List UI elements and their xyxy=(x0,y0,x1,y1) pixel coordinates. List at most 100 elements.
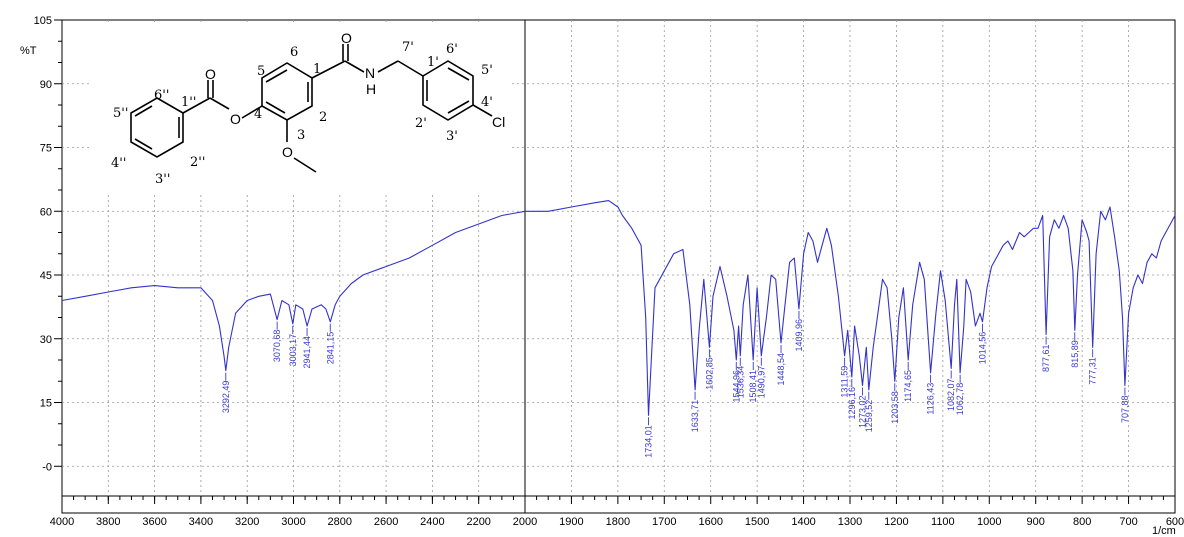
x-tick-label: 2200 xyxy=(466,516,490,528)
y-tick-label: 15 xyxy=(40,398,52,410)
peak-label: 1490,97 xyxy=(756,366,766,399)
x-tick-label: 600 xyxy=(1166,516,1184,528)
peak-label: 3292,49 xyxy=(221,381,231,414)
peak-annotation: 1633,71 xyxy=(690,391,700,433)
position-label: 6 xyxy=(290,45,298,60)
molecule-position-labels: 6'' 1'' 5'' 4'' 3'' 2'' 4 5 6 1 2 3 7' 1… xyxy=(111,40,493,187)
peak-label: 1544,96 xyxy=(731,370,741,403)
peak-annotation: 3292,49 xyxy=(221,372,231,414)
peak-label: 1126,43 xyxy=(926,383,936,415)
peak-label: 2941,44 xyxy=(302,336,312,369)
x-tick-label: 1400 xyxy=(791,516,815,528)
y-tick-label: 60 xyxy=(40,206,52,218)
plot-frame xyxy=(61,19,1176,514)
peak-label: 877,61 xyxy=(1041,345,1051,373)
x-tick-label: 800 xyxy=(1073,516,1091,528)
chlorobenzyl-ring-double-bond xyxy=(447,67,470,81)
x-tick-label: 2000 xyxy=(513,516,537,528)
bond-methoxy-o-to-methyl xyxy=(293,157,317,173)
position-label: 5'' xyxy=(113,106,128,121)
peak-label: 1203,58 xyxy=(890,391,900,424)
bond-ring-to-cl xyxy=(472,104,493,117)
x-tick-label: 4000 xyxy=(50,516,74,528)
y-unit-label: %T xyxy=(20,45,37,57)
position-label: 1'' xyxy=(181,95,196,110)
position-label: 4'' xyxy=(111,156,126,171)
position-label: 7' xyxy=(402,40,414,55)
x-tick-label: 700 xyxy=(1119,516,1137,528)
position-label: 6'' xyxy=(154,88,169,103)
peak-label: 1259,52 xyxy=(864,400,874,433)
x-tick-label: 2400 xyxy=(420,516,444,528)
position-label: 3' xyxy=(446,129,458,144)
peak-annotation: 3070,68 xyxy=(272,321,282,363)
bond-ester-o-to-ring xyxy=(241,105,263,119)
peak-annotation: 1203,58 xyxy=(890,383,900,424)
x-tick-label: 3400 xyxy=(189,516,213,528)
peak-annotation: 1273,02 xyxy=(858,387,868,429)
x-tick-label: 1700 xyxy=(652,516,676,528)
peak-label: 777,31 xyxy=(1088,357,1098,385)
peak-label: 1014,56 xyxy=(978,332,988,365)
central-ring-double-bond xyxy=(265,69,288,83)
peak-annotation: 1490,97 xyxy=(756,357,766,399)
peak-label: 1062,78 xyxy=(955,383,965,416)
peak-annotation: 1082,07 xyxy=(946,370,956,411)
peak-label: 1633,71 xyxy=(690,400,700,433)
peak-annotation: 1544,96 xyxy=(731,362,741,403)
peak-label: 2841,15 xyxy=(325,332,335,365)
peak-annotation: 2841,15 xyxy=(325,323,335,365)
x-tick-label: 1500 xyxy=(745,516,769,528)
atom-label-oxygen: O xyxy=(205,66,216,82)
peak-annotation: 1174,65 xyxy=(903,362,913,402)
x-tick-label: 1900 xyxy=(559,516,583,528)
position-label: 2' xyxy=(415,116,427,131)
peak-label: 1311,59 xyxy=(840,366,850,398)
atom-label-oxygen: O xyxy=(230,111,241,127)
peak-label: 1734,01 xyxy=(643,425,653,458)
peak-annotation: 815,89 xyxy=(1070,332,1080,368)
benzoyl-ring-double-bond xyxy=(134,138,153,150)
peak-label: 1409,96 xyxy=(794,319,804,352)
atom-label-oxygen: O xyxy=(282,144,293,160)
x-gridlines xyxy=(107,20,1129,496)
position-label: 3 xyxy=(297,128,305,143)
atom-label-oxygen: O xyxy=(341,30,352,46)
peak-annotation: 1259,52 xyxy=(864,391,874,433)
y-tick-label: 75 xyxy=(40,143,52,155)
peak-annotation: 1508,41 xyxy=(748,362,758,403)
x-tick-label: 1000 xyxy=(977,516,1001,528)
x-tick-label: 1600 xyxy=(698,516,722,528)
x-tick-label: 3800 xyxy=(96,516,120,528)
bond-n-to-ch2 xyxy=(377,60,399,73)
bond-ch2-to-ring xyxy=(397,60,424,77)
peak-annotation: 1536,34 xyxy=(735,357,745,399)
peak-label: 3070,68 xyxy=(272,330,282,363)
peak-annotation: 1409,96 xyxy=(794,311,804,352)
peak-annotation: 1014,56 xyxy=(978,323,988,365)
bond-amide-carbon-to-n xyxy=(344,60,365,73)
bond-ring-to-carbonyl xyxy=(182,97,211,114)
position-label: 2'' xyxy=(190,155,205,170)
peak-label: 1536,34 xyxy=(735,366,745,399)
peak-label: 1273,02 xyxy=(858,396,868,429)
atom-label-hydrogen: H xyxy=(366,81,376,97)
molecule-structure xyxy=(130,44,493,173)
structure-panel xyxy=(90,24,510,194)
position-label: 5' xyxy=(481,63,493,78)
bond-carbonyl-to-ester-o xyxy=(209,97,230,110)
peak-annotation: 1734,01 xyxy=(643,417,653,458)
peak-label: 707,88 xyxy=(1120,396,1130,424)
peak-label: 3003,17 xyxy=(288,334,298,367)
y-tick-marks xyxy=(54,19,62,467)
position-label: 1' xyxy=(427,55,439,70)
peak-annotation: 1448,54 xyxy=(776,345,786,386)
y-tick-label: 30 xyxy=(40,334,52,346)
peak-annotation: 1296,16 xyxy=(847,379,857,420)
position-label: 4' xyxy=(481,95,493,110)
x-tick-label: 2600 xyxy=(374,516,398,528)
bond-ring-to-amide-carbon xyxy=(311,60,346,79)
